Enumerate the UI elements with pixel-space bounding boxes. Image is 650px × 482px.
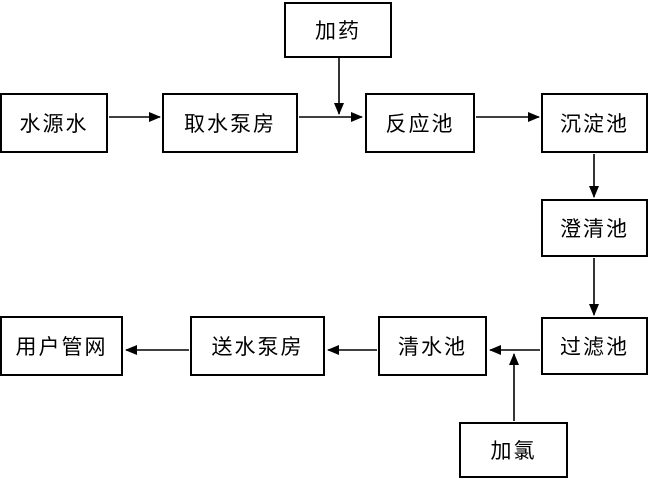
node-clear-water-tank: 清水池 — [378, 316, 487, 376]
node-reaction-tank: 反应池 — [365, 93, 475, 153]
node-clarification-tank: 澄清池 — [541, 199, 648, 257]
node-delivery-pump-house: 送水泵房 — [190, 316, 325, 376]
node-dosing: 加药 — [284, 2, 392, 58]
node-intake-pump-house: 取水泵房 — [162, 93, 298, 153]
node-filtration-tank: 过滤池 — [541, 317, 648, 375]
node-user-pipe-network: 用户管网 — [0, 316, 123, 376]
node-sedimentation-tank: 沉淀池 — [541, 93, 648, 153]
node-chlorination: 加氯 — [459, 422, 568, 478]
node-source-water: 水源水 — [0, 93, 108, 153]
